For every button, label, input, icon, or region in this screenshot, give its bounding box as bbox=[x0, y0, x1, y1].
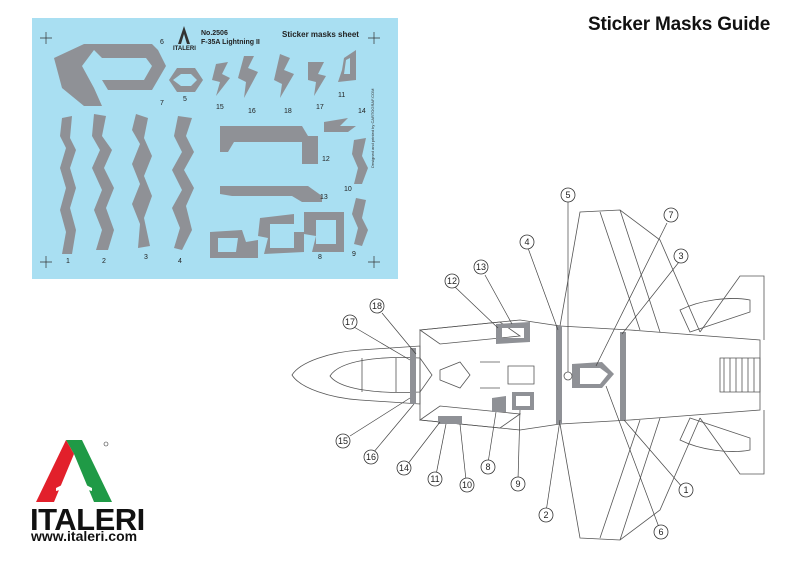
callout-17: 17 bbox=[345, 317, 355, 327]
mask-18 bbox=[274, 54, 294, 98]
mask-6 bbox=[94, 50, 166, 90]
callout-12: 12 bbox=[447, 276, 457, 286]
mask-1 bbox=[60, 116, 76, 254]
mask-label: 1 bbox=[66, 258, 70, 265]
callout-11: 11 bbox=[430, 474, 439, 484]
mask-12 bbox=[220, 126, 318, 164]
mask-15 bbox=[212, 62, 230, 96]
sheet-model: F-35A Lightning II bbox=[201, 39, 260, 46]
mask-label: 16 bbox=[248, 108, 256, 115]
mask-11 bbox=[338, 50, 356, 82]
callout-9: 9 bbox=[515, 479, 520, 489]
mask-13 bbox=[220, 186, 322, 202]
mask-positions bbox=[410, 322, 626, 424]
mask-label: 18 bbox=[284, 108, 292, 115]
mask-label: 11 bbox=[338, 92, 346, 99]
page-title: Sticker Masks Guide bbox=[588, 14, 771, 35]
mask-4 bbox=[172, 116, 194, 250]
mask-label: 10 bbox=[344, 186, 352, 193]
mask-label: 12 bbox=[322, 156, 330, 163]
mask-label: 4 bbox=[178, 258, 182, 265]
callout-1: 1 bbox=[683, 485, 688, 495]
callout-3: 3 bbox=[678, 251, 683, 261]
mask-label: 14 bbox=[358, 108, 366, 115]
mask-label: 15 bbox=[216, 104, 224, 111]
callout-6: 6 bbox=[658, 527, 663, 537]
callout-14: 14 bbox=[399, 463, 409, 473]
italeri-logo-icon bbox=[36, 440, 112, 502]
mask-label: 6 bbox=[160, 39, 164, 46]
callout-4: 4 bbox=[524, 237, 529, 247]
mask-label: 3 bbox=[144, 254, 148, 261]
mask-label: 5 bbox=[183, 96, 187, 103]
callout-13: 13 bbox=[476, 262, 486, 272]
callout-18: 18 bbox=[372, 301, 382, 311]
f35-outline bbox=[291, 209, 765, 541]
sheet-masks bbox=[40, 26, 380, 268]
mask-8b bbox=[258, 214, 304, 254]
mask-label: 8 bbox=[318, 254, 322, 261]
callout-5: 5 bbox=[565, 190, 570, 200]
mask-5 bbox=[169, 68, 203, 92]
mask-label: 2 bbox=[102, 258, 106, 265]
mask-label: 7 bbox=[160, 100, 164, 107]
callout-15: 15 bbox=[338, 436, 348, 446]
mask-label: 9 bbox=[352, 251, 356, 258]
mask-9 bbox=[352, 198, 368, 246]
callout-10: 10 bbox=[462, 480, 472, 490]
mask-label: 17 bbox=[316, 104, 324, 111]
mask-2 bbox=[92, 114, 114, 250]
callout-2: 2 bbox=[543, 510, 548, 520]
sticker-sheet: ITALERI No.2506 F-35A Lightning II Stick… bbox=[32, 18, 398, 279]
mask-14 bbox=[324, 118, 356, 132]
brand-name: ITALERI bbox=[30, 502, 145, 537]
sheet-title: Sticker masks sheet bbox=[282, 30, 359, 39]
callout-16: 16 bbox=[366, 452, 376, 462]
mask-3 bbox=[132, 114, 152, 248]
sheet-number: No.2506 bbox=[201, 30, 228, 37]
mask-7 bbox=[54, 44, 158, 106]
callout-7: 7 bbox=[668, 210, 673, 220]
mask-8a bbox=[210, 230, 258, 258]
mask-17 bbox=[308, 62, 326, 96]
mask-16 bbox=[238, 56, 258, 98]
mask-8c bbox=[304, 212, 344, 252]
mask-10 bbox=[352, 138, 368, 184]
mask-label: 13 bbox=[320, 194, 328, 201]
sheet-logo-icon bbox=[178, 26, 190, 44]
brand-url[interactable]: www.italeri.com bbox=[31, 528, 138, 544]
callout-8: 8 bbox=[485, 462, 490, 472]
sheet-brand: ITALERI bbox=[173, 46, 196, 52]
